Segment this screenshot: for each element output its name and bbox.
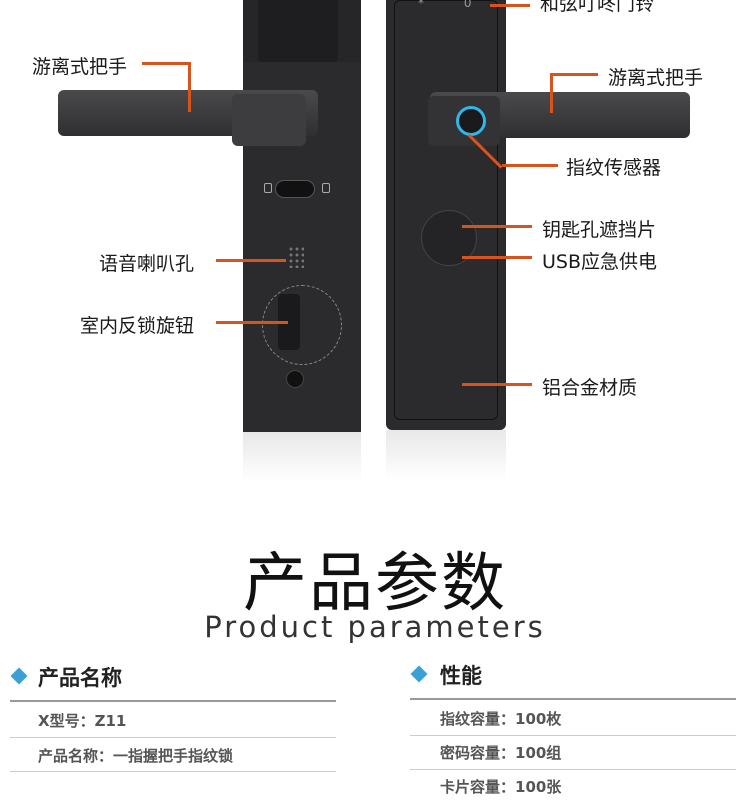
- line-left-handle-h: [142, 62, 190, 65]
- label-fingerprint: 指纹传感器: [566, 157, 662, 179]
- left-divider-2: [10, 771, 336, 772]
- right-lock-panel-outline: [394, 0, 498, 420]
- line-right-handle-h: [550, 73, 598, 76]
- label-left-handle: 游离式把手: [32, 56, 128, 78]
- label-usb: USB应急供电: [542, 251, 658, 273]
- line-right-handle-v: [550, 73, 553, 113]
- label-material: 铝合金材质: [542, 377, 638, 399]
- knob: [278, 294, 300, 350]
- left-divider-1: [10, 737, 336, 738]
- left-handle-base: [232, 94, 306, 146]
- heading-cn: 产品参数: [243, 547, 507, 621]
- left-row-2: 产品名称：一指握把手指纹锁: [38, 747, 234, 765]
- speaker-holes: [288, 246, 304, 268]
- label-right-handle: 游离式把手: [608, 67, 704, 89]
- privacy-slider: [275, 180, 315, 198]
- line-speaker: [216, 259, 286, 262]
- label-key-cover: 钥匙孔遮挡片: [542, 219, 657, 241]
- line-left-handle-v: [188, 62, 191, 112]
- unlock-icon: [322, 183, 330, 193]
- right-lock-reflection: [386, 430, 506, 480]
- right-divider-1: [410, 735, 736, 736]
- line-key-cover: [462, 225, 532, 228]
- line-material: [462, 383, 532, 386]
- keyhole: [286, 370, 304, 388]
- right-row-3: 卡片容量：100张: [440, 778, 562, 796]
- right-divider-top: [410, 698, 736, 700]
- line-knob: [216, 321, 288, 324]
- heading-en: Product parameters: [204, 610, 546, 644]
- line-usb: [462, 256, 532, 259]
- left-section-title: 产品名称: [38, 666, 122, 690]
- line-top-right: [490, 4, 530, 7]
- knob-dial: [262, 285, 342, 365]
- right-divider-2: [410, 769, 736, 770]
- diamond-icon-right: [410, 665, 428, 683]
- left-lock-reflection: [243, 432, 361, 482]
- diamond-icon-left: [10, 667, 28, 685]
- label-speaker: 语音喇叭孔: [99, 253, 195, 275]
- left-lock-top-inner: [258, 0, 338, 62]
- product-image: * 0: [58, 0, 690, 482]
- line-fingerprint-h: [502, 164, 558, 167]
- label-top-right-partial: 和弦叮咚门铃: [540, 0, 655, 15]
- right-section-title: 性能: [440, 664, 482, 688]
- lock-icon: [264, 183, 272, 193]
- left-row-1: X型号：Z11: [38, 712, 127, 730]
- label-knob: 室内反锁旋钮: [80, 315, 195, 337]
- left-divider-top: [10, 700, 336, 702]
- right-row-2: 密码容量：100组: [440, 744, 562, 762]
- right-row-1: 指纹容量：100枚: [440, 710, 562, 728]
- fingerprint-sensor: [456, 106, 486, 136]
- keypad-partial: * 0: [418, 0, 490, 10]
